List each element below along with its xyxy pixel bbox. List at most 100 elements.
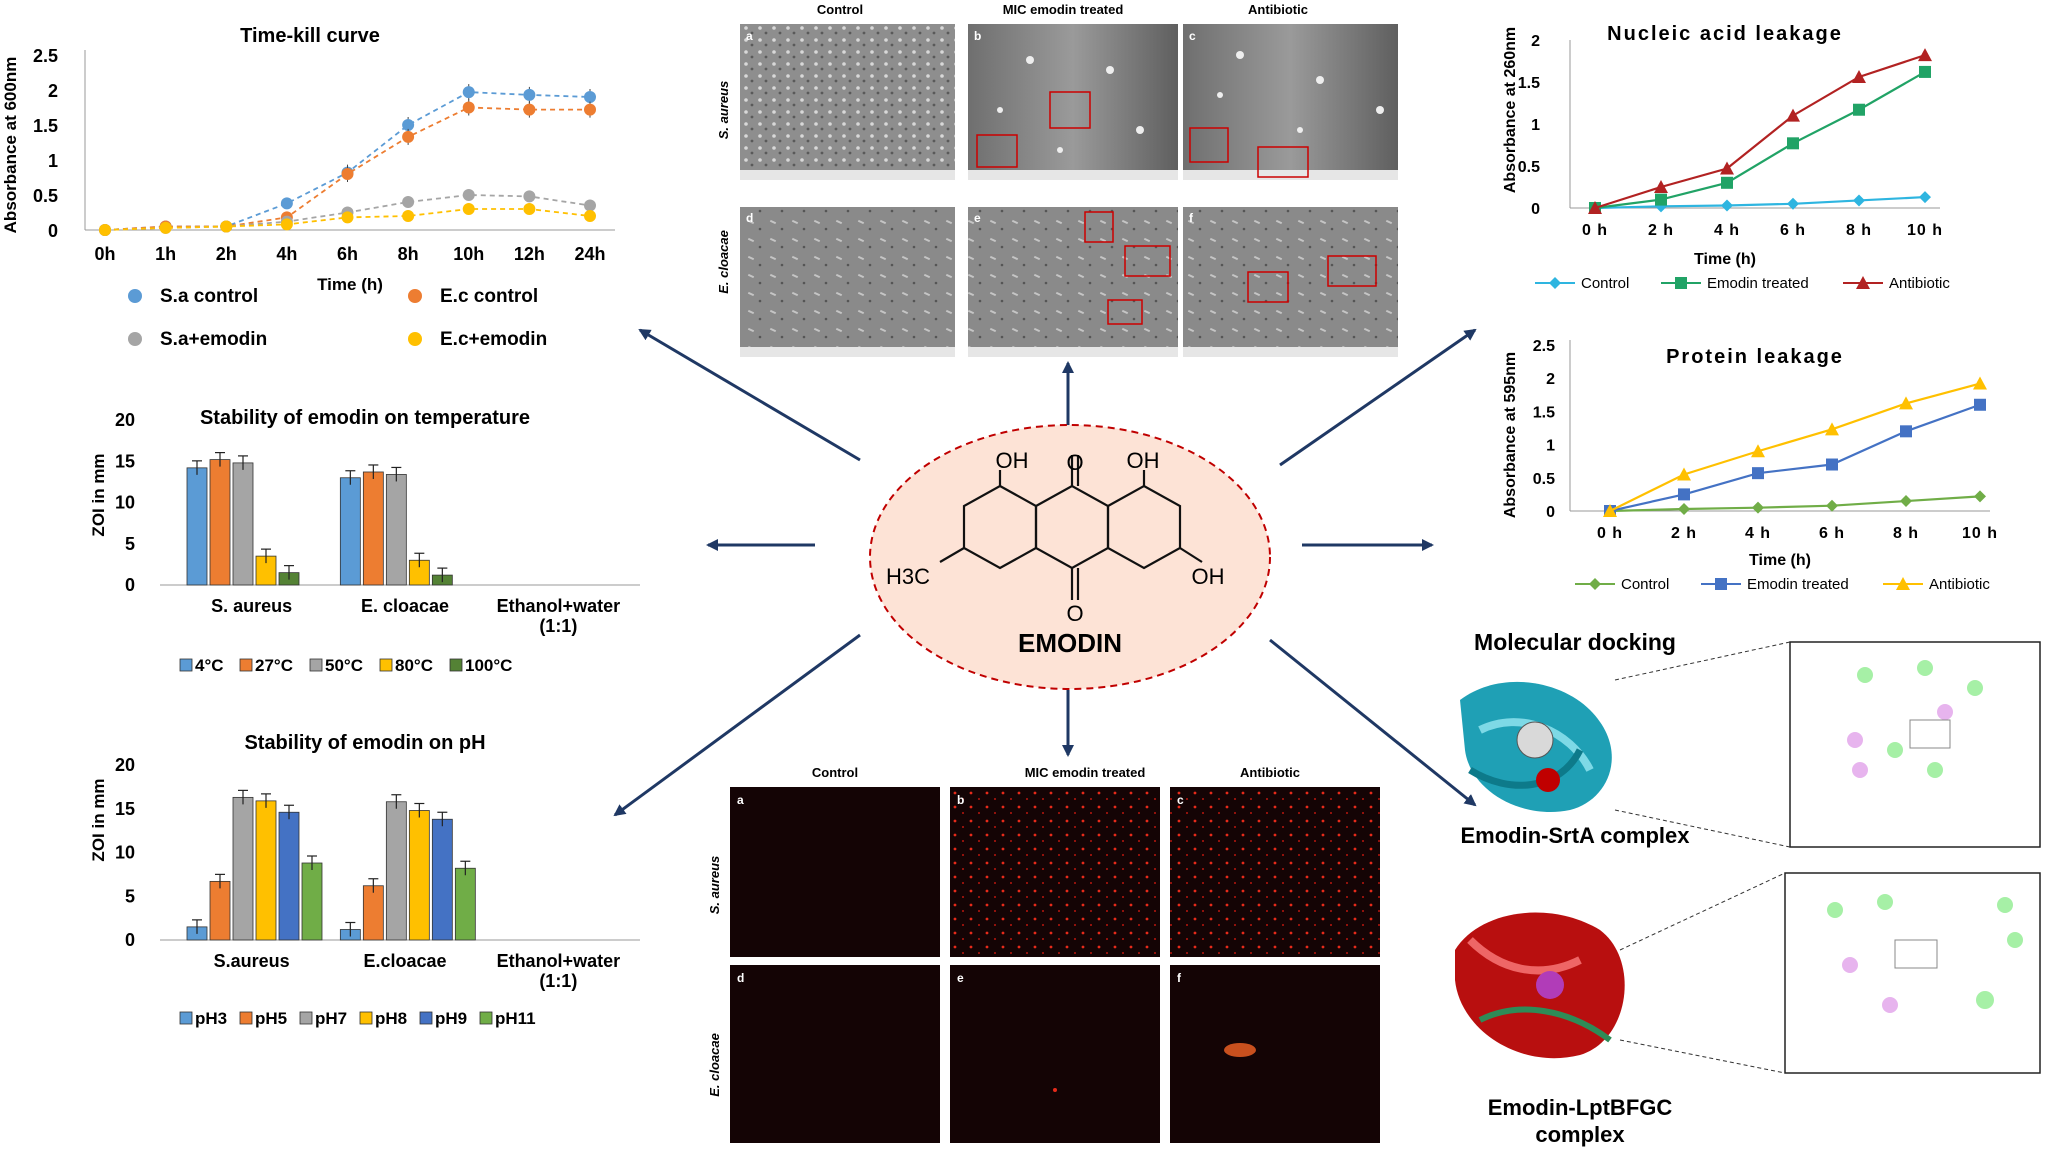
time-kill-point	[341, 211, 354, 224]
pro-point	[1752, 501, 1764, 514]
pro-legend-marker	[1715, 578, 1727, 590]
nuc-ytick: 0.5	[1518, 159, 1540, 176]
complex2-label-line1: Emodin-LptBFGC	[1488, 1095, 1673, 1120]
time-kill-chart: Time-kill curve Absorbance at 600nm 00.5…	[1, 25, 615, 350]
pro-point	[1973, 376, 1987, 390]
emodin-ellipse	[869, 424, 1271, 690]
pro-point	[1603, 504, 1617, 517]
pro-ytick: 1	[1546, 438, 1555, 455]
sem-panel-e-label: e	[974, 211, 981, 225]
nuc-ytick: 2	[1531, 33, 1540, 50]
ph-legend-swatch	[239, 1011, 253, 1025]
ph-legend-swatch	[419, 1011, 433, 1025]
nuc-ytick: 1.5	[1518, 75, 1540, 92]
nuc-legend-label: Antibiotic	[1889, 275, 1950, 292]
temp-xtick: E. cloacae	[361, 596, 449, 616]
pro-ytick: 0	[1546, 504, 1555, 521]
pro-ytick: 2.5	[1533, 338, 1555, 355]
pro-ytick: 2	[1546, 371, 1555, 388]
time-kill-point	[99, 224, 111, 236]
time-kill-legend-marker	[128, 332, 142, 346]
time-kill-xtick: 12h	[514, 244, 545, 264]
time-kill-xtick: 4h	[276, 244, 297, 264]
nuc-point	[1919, 191, 1931, 204]
emodin-structure	[939, 455, 1203, 600]
pro-line	[1609, 382, 1981, 512]
time-kill-point	[584, 91, 596, 103]
time-kill-ytick: 0.5	[33, 186, 58, 206]
nuc-point	[1721, 176, 1733, 189]
time-kill-xtick: 24h	[574, 244, 605, 264]
srta-interaction-nodes	[1847, 660, 1983, 778]
fluor-col-antibiotic: Antibiotic	[1240, 765, 1300, 780]
ph-ytick: 0	[125, 930, 135, 950]
ph-ytick: 20	[115, 755, 135, 775]
temp-ylabel: ZOI in mm	[89, 453, 108, 536]
temp-ytick: 5	[125, 534, 135, 554]
time-kill-point	[584, 199, 596, 212]
ph-legend-label: pH5	[255, 1009, 287, 1028]
temp-legend-label: 80°C	[395, 656, 433, 675]
ph-legend-label: pH3	[195, 1009, 227, 1028]
nuc-xtick: 6 h	[1780, 222, 1806, 239]
sem-panel-f: f	[1183, 207, 1398, 357]
protein-title: Protein leakage	[1666, 346, 1844, 368]
pro-xtick: 0 h	[1597, 525, 1623, 542]
sem-panel-a-label: a	[746, 29, 753, 43]
sem-row-saureus: S. aureus	[716, 81, 731, 140]
sem-col-emodin: MIC emodin treated	[1003, 2, 1124, 17]
temp-ytick: 15	[115, 451, 135, 471]
time-kill-legend-label: E.c+emodin	[440, 329, 547, 350]
emodin-label: EMODIN	[1018, 628, 1122, 658]
ph-xtick: (1:1)	[539, 971, 577, 991]
time-kill-line	[104, 106, 590, 231]
fluor-panel-c-label: c	[1177, 793, 1184, 807]
ph-legend-swatch	[479, 1011, 493, 1025]
nuc-point	[1654, 180, 1668, 193]
complex1-label: Emodin-SrtA complex	[1461, 823, 1691, 848]
fluor-row-ecloacae: E. cloacae	[707, 1033, 722, 1097]
time-kill-point	[402, 130, 415, 143]
sem-col-antibiotic: Antibiotic	[1248, 2, 1308, 17]
nuc-point	[1787, 197, 1799, 210]
pro-line	[1609, 403, 1981, 513]
emodin-oh3: OH	[1192, 564, 1225, 589]
ph-ylabel: ZOI in mm	[89, 778, 108, 861]
temp-legend-swatch	[239, 658, 253, 672]
temp-xtick: (1:1)	[539, 616, 577, 636]
time-kill-point	[523, 88, 536, 101]
sem-micrographs: Control MIC emodin treated Antibiotic S.…	[716, 2, 1398, 357]
sem-panel-b-label: b	[974, 29, 981, 43]
pro-legend-marker	[1589, 578, 1601, 590]
nuc-point	[1655, 193, 1667, 206]
nuc-legend-marker	[1549, 277, 1561, 289]
time-kill-xtick: 0h	[94, 244, 115, 264]
nuc-xtick: 2 h	[1648, 222, 1674, 239]
sem-panel-b: b	[968, 24, 1178, 180]
time-kill-xtick: 8h	[398, 244, 419, 264]
nucleic-xlabel: Time (h)	[1694, 251, 1756, 268]
time-kill-point	[584, 210, 596, 222]
pro-ytick: 0.5	[1533, 471, 1555, 488]
ph-xtick: S.aureus	[214, 951, 290, 971]
time-kill-point	[462, 86, 475, 99]
ph-legend-label: pH7	[315, 1009, 347, 1028]
ph-ytick: 15	[115, 799, 135, 819]
temp-legend-swatch	[179, 658, 193, 672]
arrow-to-time-kill	[638, 328, 861, 462]
time-kill-xtick: 6h	[337, 244, 358, 264]
sem-panel-f-label: f	[1189, 211, 1194, 225]
temp-ytick: 10	[115, 493, 135, 513]
time-kill-point	[220, 220, 233, 233]
pro-point	[1751, 444, 1765, 458]
time-kill-title: Time-kill curve	[240, 25, 380, 47]
nuc-legend-label: Emodin treated	[1707, 275, 1809, 292]
fluor-panel-b: b	[950, 787, 1160, 957]
ph-title: Stability of emodin on pH	[244, 732, 485, 754]
fluor-col-emodin: MIC emodin treated	[1025, 765, 1146, 780]
time-kill-legend-marker	[408, 289, 422, 303]
time-kill-point	[402, 210, 415, 222]
pro-legend-marker	[1896, 577, 1910, 590]
pro-xtick: 4 h	[1745, 525, 1771, 542]
nuc-point	[1918, 48, 1932, 62]
